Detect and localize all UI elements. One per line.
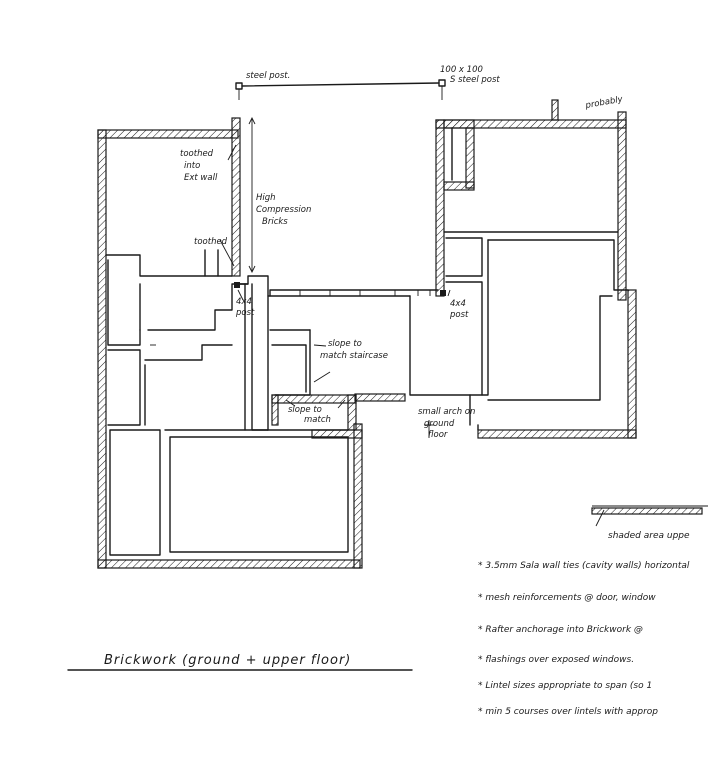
label-post-right-1: 4x4 xyxy=(450,299,466,309)
label-post-right-2: post xyxy=(449,310,469,320)
label-steel-post-right: S steel post xyxy=(450,75,500,85)
left-wing-walls xyxy=(97,117,363,569)
note-2: * Rafter anchorage into Brickwork @ xyxy=(478,625,643,635)
label-small-arch-2: ground xyxy=(424,419,455,429)
label-toothed-into-2: into xyxy=(184,161,200,171)
note-3: * flashings over exposed windows. xyxy=(478,655,634,665)
centre-walls xyxy=(239,275,471,439)
label-toothed-into-1: toothed xyxy=(180,149,214,159)
label-small-arch-3: floor xyxy=(428,430,448,440)
right-wing-walls xyxy=(435,99,637,439)
label-slope-match-2: match xyxy=(304,415,331,425)
label-small-arch-1: small arch on xyxy=(418,407,475,417)
steel-posts xyxy=(234,79,446,296)
right-wing-interior xyxy=(417,127,629,431)
label-high-compression-3: Bricks xyxy=(262,217,288,227)
drawing-title: Brickwork (ground + upper floor) xyxy=(104,653,351,668)
label-probably: probably xyxy=(584,94,625,111)
label-slope-staircase-2: match staircase xyxy=(320,351,388,361)
leader-lines xyxy=(219,144,708,527)
legend-shaded: shaded area uppe xyxy=(608,531,690,541)
high-compression-arrow xyxy=(248,116,256,274)
label-slope-match-1: slope to xyxy=(288,405,322,415)
label-high-compression-2: Compression xyxy=(256,205,311,215)
note-0: * 3.5mm Sala wall ties (cavity walls) ho… xyxy=(478,561,690,571)
label-high-compression-1: High xyxy=(256,193,276,203)
note-1: * mesh reinforcements @ door, window xyxy=(478,593,656,603)
note-4: * Lintel sizes appropriate to span (so 1 xyxy=(478,681,652,691)
label-post-left-2: post xyxy=(235,308,255,318)
label-steel-post-right-size: 100 x 100 xyxy=(440,65,483,75)
note-5: * min 5 courses over lintels with approp xyxy=(478,707,658,717)
label-slope-staircase-1: slope to xyxy=(328,339,362,349)
label-toothed-into-3: Ext wall xyxy=(184,173,218,183)
label-post-left-1: 4x4 xyxy=(236,297,252,307)
arch-mark xyxy=(424,420,434,438)
label-steel-post-left: steel post. xyxy=(246,71,290,81)
label-toothed: toothed xyxy=(194,237,228,247)
